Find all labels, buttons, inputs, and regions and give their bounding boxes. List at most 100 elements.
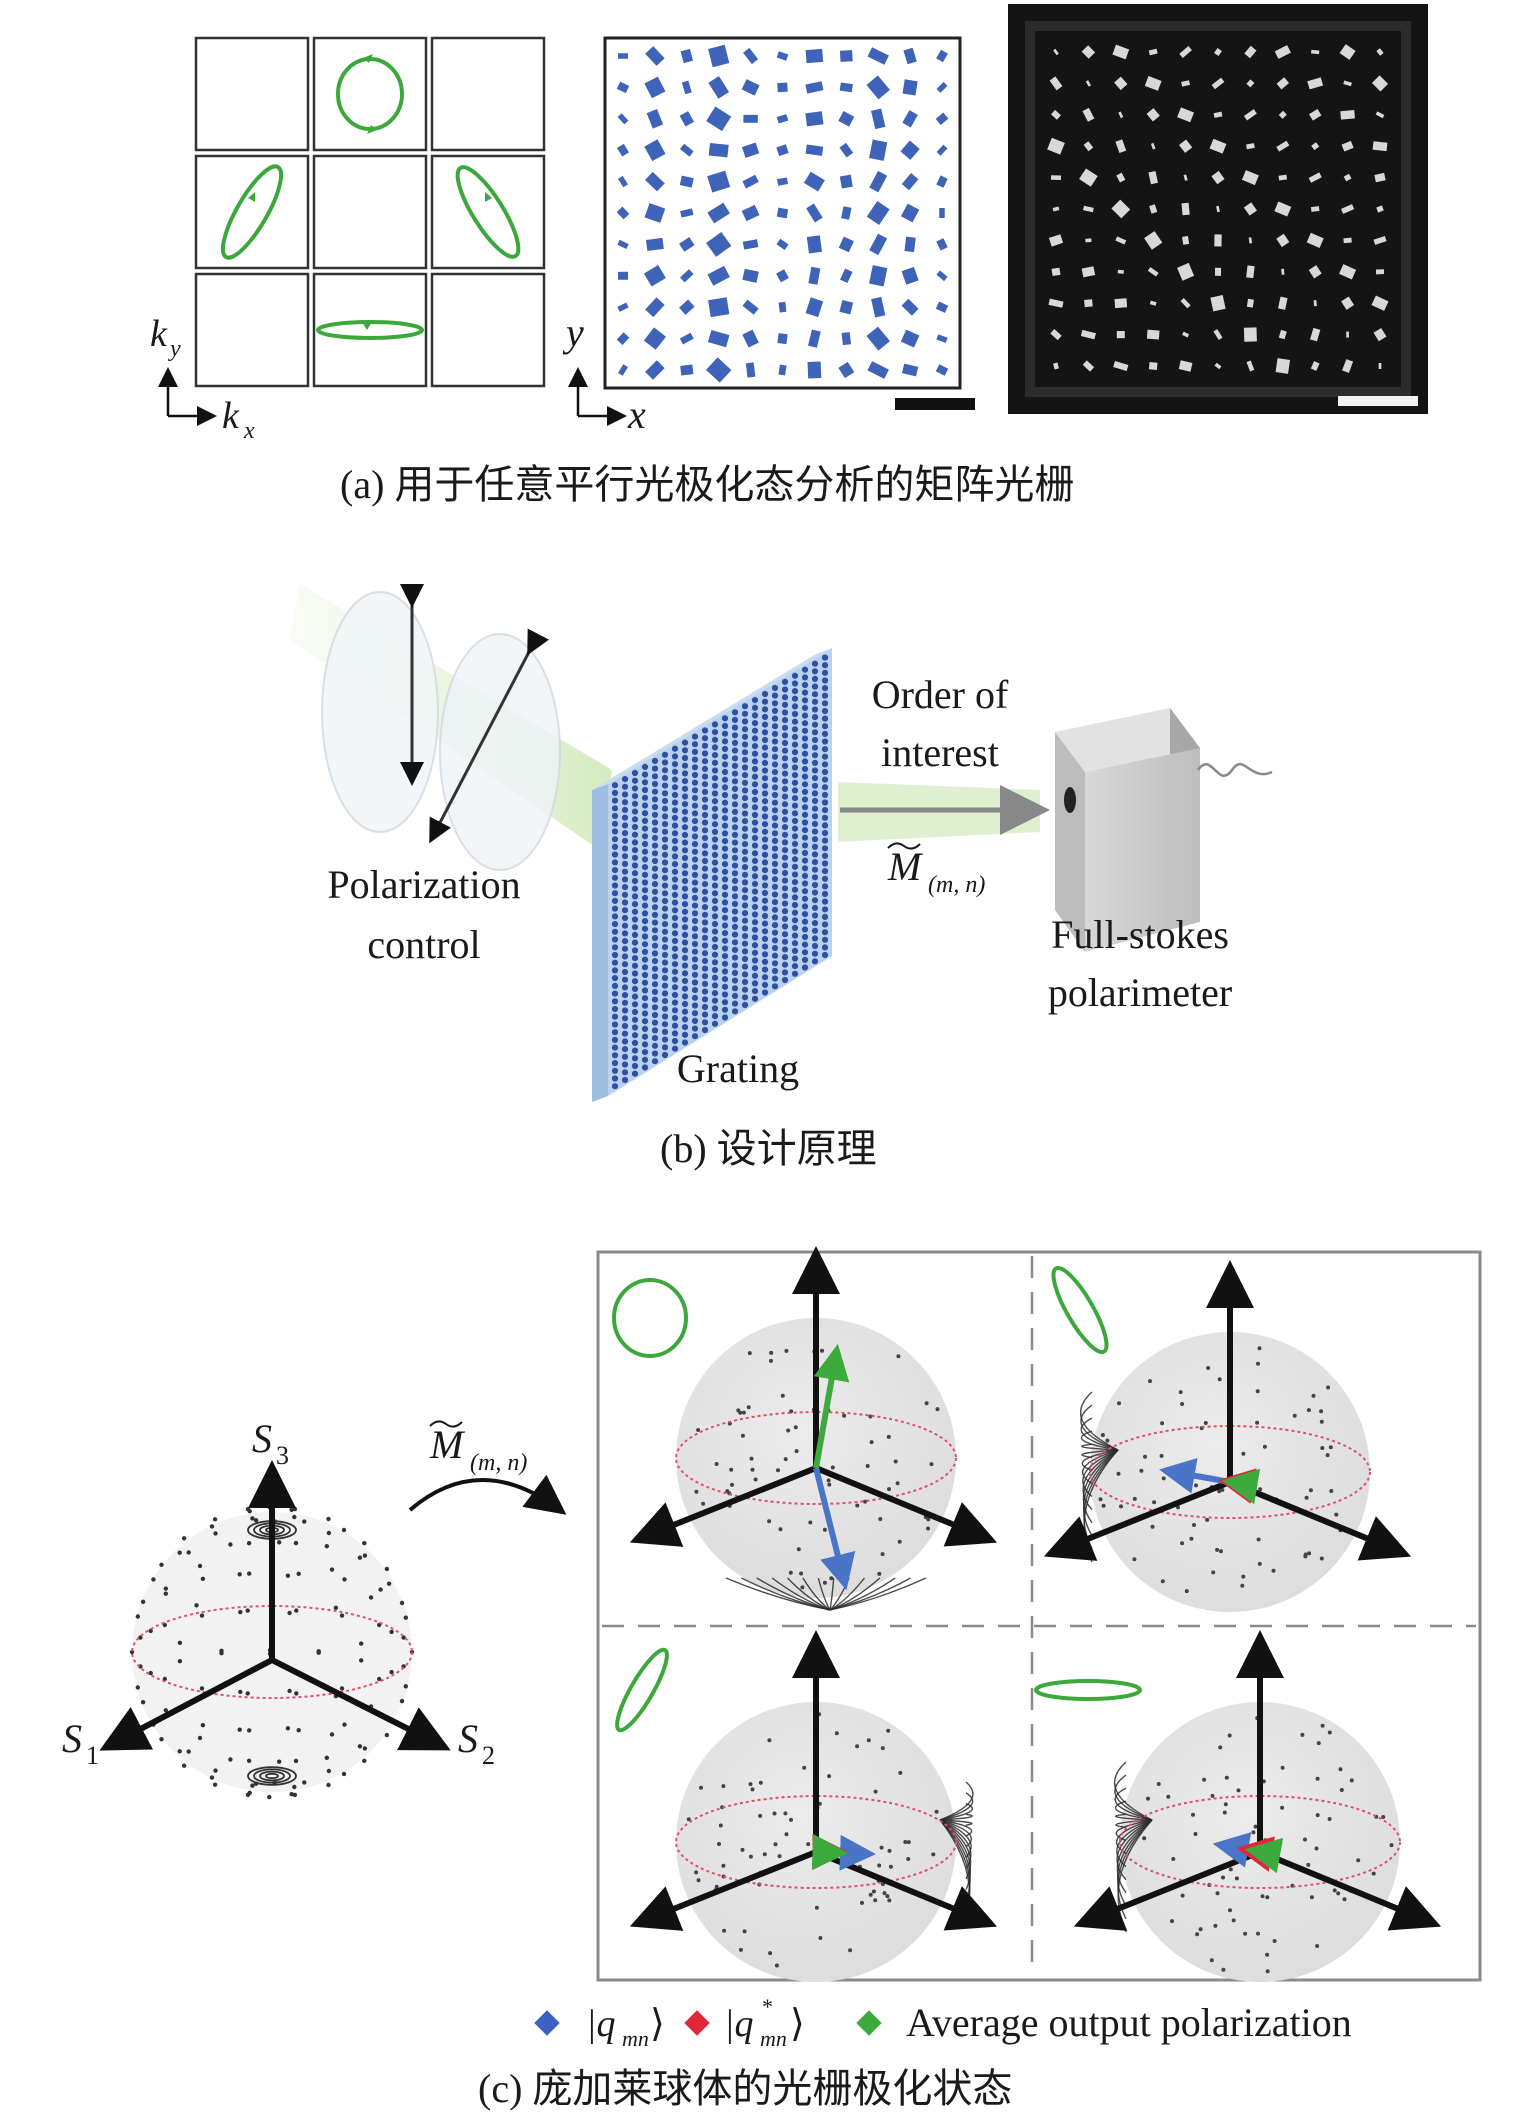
sphere-dot	[868, 1892, 873, 1897]
grating-pixel	[661, 890, 669, 897]
design-pixel	[645, 360, 665, 380]
average-output-vector	[813, 1343, 850, 1469]
grating-pixel	[611, 944, 619, 951]
grating-pixel	[731, 923, 739, 931]
polarization-trajectory	[1082, 1449, 1119, 1524]
order-of-interest-line1: Order of	[872, 672, 1009, 717]
sphere-dot	[1265, 1895, 1270, 1900]
grating-pixel	[781, 739, 789, 747]
grating-pixel	[711, 805, 719, 812]
sphere-dot	[246, 1541, 252, 1546]
grating-pixel	[781, 869, 789, 877]
grating-pixel	[631, 785, 639, 792]
sphere-dot	[148, 1628, 153, 1634]
sem-pixel	[1244, 45, 1257, 59]
grating-pixel	[691, 948, 699, 955]
grating-pixel	[721, 945, 729, 952]
sem-pixel	[1308, 265, 1322, 279]
polarimeter-label-line1: Full-stokes	[1051, 912, 1229, 957]
grating-pixel	[691, 956, 699, 963]
grating-pixel	[681, 977, 689, 985]
grating-pixel	[801, 804, 809, 811]
sphere-dot	[197, 1735, 203, 1741]
grating-pixel	[781, 709, 789, 716]
grating-pixel	[811, 866, 819, 873]
grating-pixel	[751, 880, 759, 888]
grating-pixel	[631, 1016, 639, 1023]
sem-pixel	[1146, 329, 1160, 340]
grating-pixel	[681, 793, 689, 800]
grating-pixel	[821, 662, 829, 669]
grating-pixel	[751, 750, 759, 757]
grating-pixel	[681, 908, 689, 915]
grating-pixel	[651, 850, 659, 857]
grating-pixel	[771, 983, 779, 990]
grating-pixel	[711, 813, 719, 820]
sphere-dot	[802, 1765, 807, 1770]
grating-pixel	[641, 902, 649, 909]
grating-pixel	[821, 807, 829, 814]
design-pixel	[871, 296, 886, 318]
grating-pixel	[681, 954, 689, 962]
design-pixel	[679, 332, 694, 345]
grating-pixel	[701, 742, 709, 749]
sphere-dot	[887, 1898, 892, 1903]
sphere-dot	[228, 1757, 233, 1762]
sphere-dot	[1320, 1723, 1325, 1728]
sphere-dot	[714, 1884, 719, 1889]
sphere-dot	[1336, 1891, 1341, 1896]
grating-pixel	[771, 975, 779, 982]
sphere-dot	[686, 1817, 691, 1822]
sphere-dot	[721, 1784, 726, 1789]
grating-pixel	[731, 985, 739, 992]
grating-pixel	[731, 946, 739, 954]
sem-pixel	[1246, 298, 1254, 308]
grating-pixel	[641, 817, 649, 825]
grating-pixel	[741, 703, 749, 710]
design-pixel	[645, 171, 665, 192]
design-pixel	[936, 144, 948, 156]
grating-pixel	[751, 758, 759, 765]
sphere-dot	[1304, 1495, 1309, 1500]
sem-pixel	[1274, 201, 1292, 217]
sphere-dot	[935, 1407, 940, 1412]
sphere-dot	[1280, 1765, 1285, 1770]
sem-pixel	[1179, 46, 1192, 58]
sem-pixel	[1213, 111, 1223, 118]
grating-pixel	[731, 939, 739, 946]
grating-pixel	[701, 1011, 709, 1018]
grating-pixel	[761, 974, 769, 981]
design-pixel	[805, 111, 824, 127]
sphere-dot	[1150, 1524, 1155, 1529]
grating-pixel	[611, 1005, 619, 1013]
sem-pixel	[1371, 75, 1389, 92]
grating-pixel	[811, 736, 819, 744]
design-pixel	[706, 106, 732, 132]
sphere-dot	[326, 1768, 332, 1774]
grating-pixel	[731, 732, 739, 739]
grating-pixel	[711, 759, 719, 766]
grating-pixel	[801, 941, 809, 948]
grating-pixel	[691, 994, 699, 1001]
sphere-dot	[877, 1863, 882, 1868]
sphere-dot	[1319, 1556, 1324, 1561]
sphere-dot	[250, 1783, 255, 1788]
grating-pixel	[751, 965, 759, 972]
grating-pixel	[771, 707, 779, 715]
grating-pixel	[671, 799, 679, 806]
grating-pixel	[791, 703, 799, 710]
grating-pixel	[641, 933, 649, 940]
grating-pixel	[751, 743, 759, 750]
polarization-trajectory	[829, 1577, 927, 1611]
grating-pixel	[731, 992, 739, 1000]
grating-pixel	[641, 1033, 649, 1040]
sphere-dot	[245, 1691, 250, 1696]
sphere-dot	[1159, 1453, 1164, 1458]
grating-pixel	[771, 830, 779, 837]
s1-subscript: 1	[86, 1741, 99, 1770]
grating-pixel	[631, 1070, 639, 1077]
sem-pixel	[1079, 168, 1098, 187]
design-pixel	[617, 113, 629, 125]
grating-pixel	[661, 867, 669, 874]
grating-pixel	[691, 733, 699, 740]
